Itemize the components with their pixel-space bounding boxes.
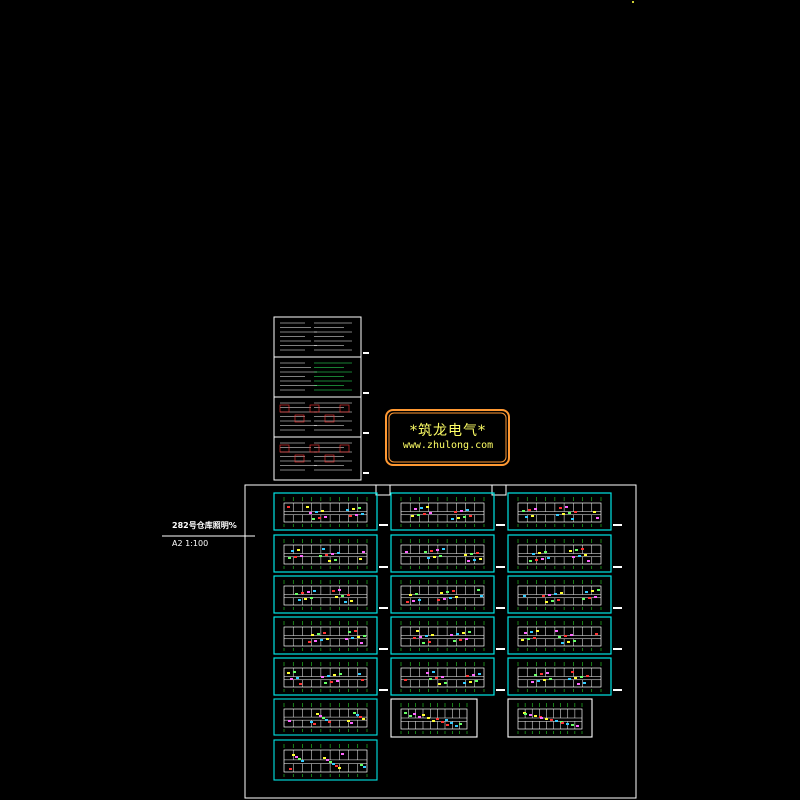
frame-tab-1 bbox=[375, 484, 391, 496]
logo-url: www.zhulong.com bbox=[402, 440, 494, 451]
floor-plan-sheet[interactable] bbox=[507, 616, 622, 655]
detail-sheet[interactable] bbox=[507, 698, 593, 738]
floor-plan-sheet[interactable] bbox=[273, 534, 388, 573]
floor-plan-sheet[interactable] bbox=[390, 534, 505, 573]
floor-plan-sheet[interactable] bbox=[390, 575, 505, 614]
detail-sheet[interactable] bbox=[390, 698, 478, 738]
floor-plan-sheet[interactable] bbox=[273, 575, 388, 614]
frame-tab-2 bbox=[491, 484, 507, 496]
floor-plan-sheet[interactable] bbox=[273, 657, 388, 696]
drawing-scale: A2 1:100 bbox=[172, 539, 209, 548]
legend-sheet-details bbox=[279, 322, 369, 474]
detail-sheet[interactable] bbox=[273, 698, 378, 736]
floor-plan-sheet[interactable] bbox=[507, 534, 622, 573]
zhulong-logo-box[interactable] bbox=[385, 409, 510, 466]
floor-plan-sheet-grid[interactable] bbox=[273, 492, 622, 781]
outer-drawing-frame[interactable] bbox=[244, 484, 637, 799]
drawing-title: 282号仓库照明% bbox=[172, 521, 237, 530]
marker-point bbox=[632, 1, 634, 3]
floor-plan-sheet[interactable] bbox=[507, 492, 622, 531]
detail-sheet[interactable] bbox=[273, 739, 378, 781]
floor-plan-sheet[interactable] bbox=[273, 492, 388, 531]
legend-sheet-stack[interactable] bbox=[273, 316, 362, 481]
floor-plan-sheet[interactable] bbox=[507, 657, 622, 696]
logo-title: *筑龙电气* bbox=[410, 423, 486, 439]
floor-plan-sheet[interactable] bbox=[507, 575, 622, 614]
floor-plan-sheet[interactable] bbox=[390, 657, 505, 696]
floor-plan-sheet[interactable] bbox=[390, 492, 505, 531]
floor-plan-sheet[interactable] bbox=[390, 616, 505, 655]
floor-plan-sheet[interactable] bbox=[273, 616, 388, 655]
